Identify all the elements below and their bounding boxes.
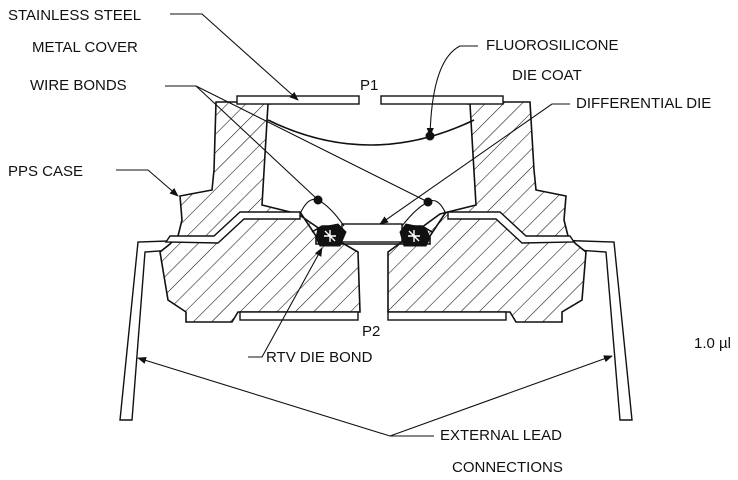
label-cover-line2: METAL COVER [32, 39, 138, 56]
label-differential-die: DIFFERENTIAL DIE [576, 95, 711, 112]
inner-lead-right [447, 211, 576, 244]
leader-lines [116, 13, 613, 437]
label-cover-line1: STAINLESS STEEL [8, 7, 141, 24]
bottom-plate [239, 311, 507, 321]
label-p1: P1 [360, 77, 378, 94]
label-wire-bonds: WIRE BONDS [30, 77, 127, 94]
label-pps-case: PPS CASE [8, 163, 83, 180]
pps-case-body [159, 101, 587, 323]
label-p2: P2 [362, 323, 380, 340]
differential-die [341, 223, 403, 243]
rtv-die-bond [315, 223, 431, 247]
label-coat-line2: DIE COAT [512, 67, 582, 84]
label-coat-line1: FLUOROSILICONE [486, 37, 619, 54]
stainless-steel-metal-cover [236, 95, 504, 105]
label-external-lead-line1: EXTERNAL LEAD [440, 427, 562, 444]
label-rtv-die-bond: RTV DIE BOND [266, 349, 373, 366]
fluorosilicone-die-coat [267, 119, 475, 146]
label-external-lead-line2: CONNECTIONS [452, 459, 563, 476]
label-cut-text: 1.0 µl [694, 335, 731, 352]
